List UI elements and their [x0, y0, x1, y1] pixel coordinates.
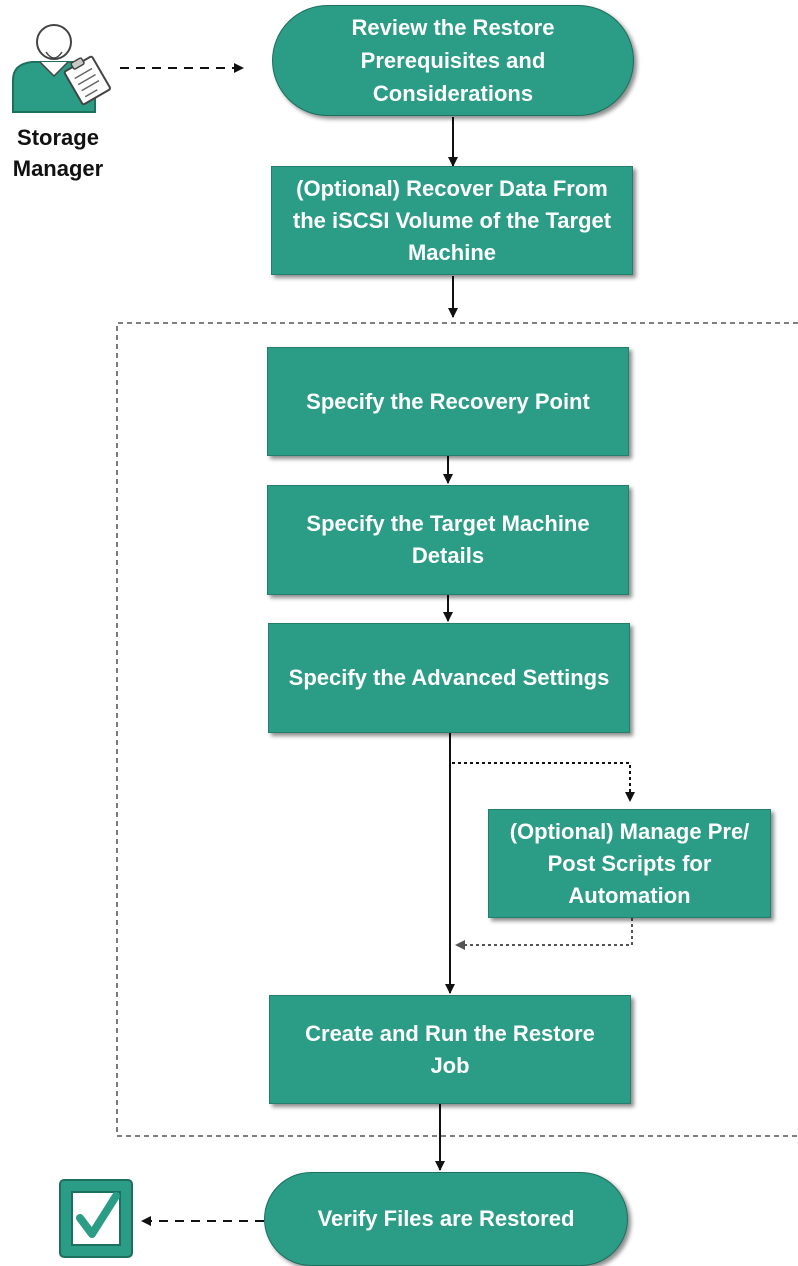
- step-verify-files-restored: Verify Files are Restored: [264, 1172, 628, 1266]
- step-review-prerequisites: Review the Restore Prerequisites and Con…: [272, 5, 634, 116]
- step-specify-advanced-settings: Specify the Advanced Settings: [268, 623, 630, 733]
- step-specify-recovery-point: Specify the Recovery Point: [267, 347, 629, 456]
- step-create-run-restore-job: Create and Run the Restore Job: [269, 995, 631, 1104]
- scripts-to-restore-return: [455, 918, 633, 950]
- step-specify-target-machine: Specify the Target Machine Details: [267, 485, 629, 595]
- step-recover-iscsi-data: (Optional) Recover Data From the iSCSI V…: [271, 166, 633, 275]
- storage-manager-icon: [10, 14, 114, 116]
- role-label: Storage Manager: [12, 125, 104, 181]
- checkmark-icon: [58, 1178, 136, 1261]
- advanced-to-scripts-branch: [452, 762, 635, 802]
- step-manage-scripts: (Optional) Manage Pre/ Post Scripts for …: [488, 809, 771, 918]
